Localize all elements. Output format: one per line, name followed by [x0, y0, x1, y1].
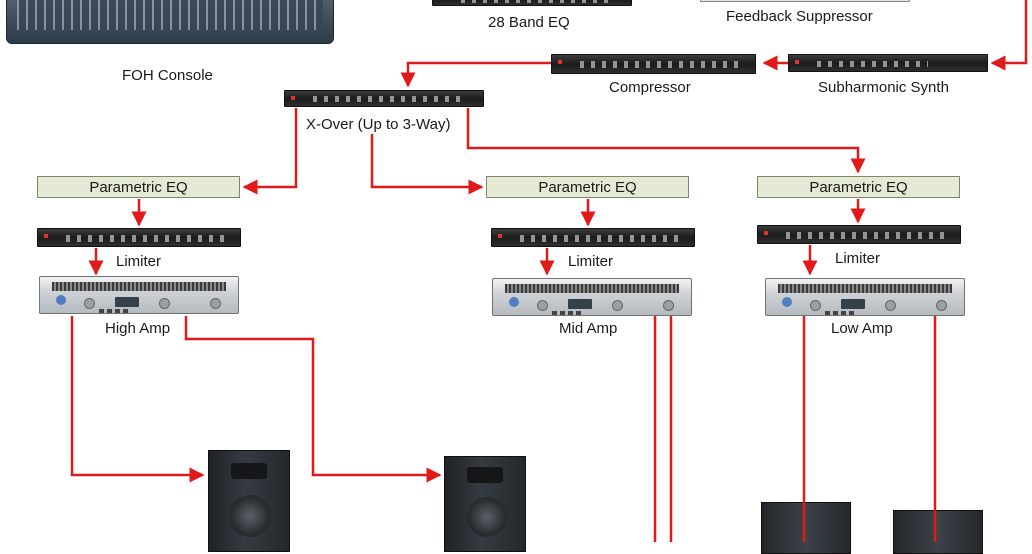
wire-amp-high-to-speaker-right [184, 316, 442, 483]
amp-high-label: High Amp [105, 320, 171, 337]
limiter-low-label: Limiter [835, 250, 881, 267]
amp-low-label: Low Amp [831, 320, 893, 337]
limiter-high-label: Limiter [116, 253, 162, 270]
signal-wires [70, 0, 1028, 542]
band-eq-unit [432, 0, 632, 6]
foh-console-image [6, 0, 334, 44]
subharmonic-synth-unit [788, 54, 988, 72]
amp-mid-label: Mid Amp [559, 320, 618, 337]
limiter-low-unit [757, 225, 961, 244]
wire-xover-to-peq-high [242, 108, 298, 195]
amp-high-unit [39, 276, 239, 314]
compressor-label: Compressor [609, 79, 691, 96]
limiter-mid-unit [491, 228, 695, 247]
band-eq-label: 28 Band EQ [488, 14, 570, 31]
compressor-unit [551, 54, 756, 74]
high-speaker-left [208, 450, 290, 552]
high-speaker-right [444, 456, 526, 552]
xover-unit [284, 90, 484, 107]
wire-xover-to-peq-low [466, 108, 866, 174]
subharmonic-synth-label: Subharmonic Synth [818, 79, 949, 96]
limiter-mid-label: Limiter [568, 253, 614, 270]
parametric-eq-high: Parametric EQ [37, 176, 240, 198]
foh-console-label: FOH Console [122, 67, 213, 84]
wire-compressor-to-xover [400, 61, 551, 88]
amp-low-unit [765, 278, 965, 316]
limiter-high-unit [37, 228, 241, 247]
wire-xover-to-peq-mid [370, 134, 484, 195]
amp-mid-unit [492, 278, 692, 316]
feedback-suppressor-label: Feedback Suppressor [726, 8, 873, 25]
wire-amp-high-to-speaker-left [70, 316, 205, 483]
feedback-suppressor-unit [700, 0, 910, 2]
wire-suppressor-to-subharmonic [990, 0, 1028, 71]
xover-label: X-Over (Up to 3-Way) [306, 116, 451, 133]
parametric-eq-mid: Parametric EQ [486, 176, 689, 198]
parametric-eq-low: Parametric EQ [757, 176, 960, 198]
